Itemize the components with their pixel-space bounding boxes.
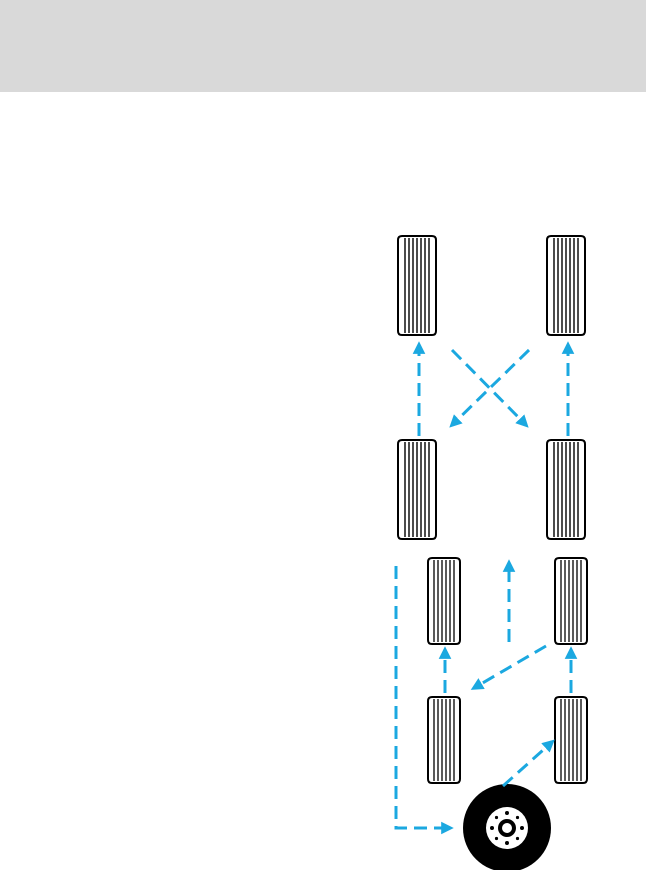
tire-icon <box>398 440 436 539</box>
arrow-front-right-to-rear-left <box>474 646 546 688</box>
arrow-spare-to-rear-right <box>503 742 552 786</box>
tire-icon <box>555 697 587 783</box>
arrow-front-right-to-rear-left <box>452 350 529 425</box>
tire-icon <box>555 558 587 644</box>
five-tire-rotation <box>396 558 587 870</box>
tire-icon <box>428 697 460 783</box>
spare-tire-icon <box>463 784 551 870</box>
tire-icon <box>547 236 585 335</box>
tire-icon <box>398 236 436 335</box>
tire-icon <box>547 440 585 539</box>
four-tire-rotation <box>398 236 585 539</box>
tire-icon <box>428 558 460 644</box>
